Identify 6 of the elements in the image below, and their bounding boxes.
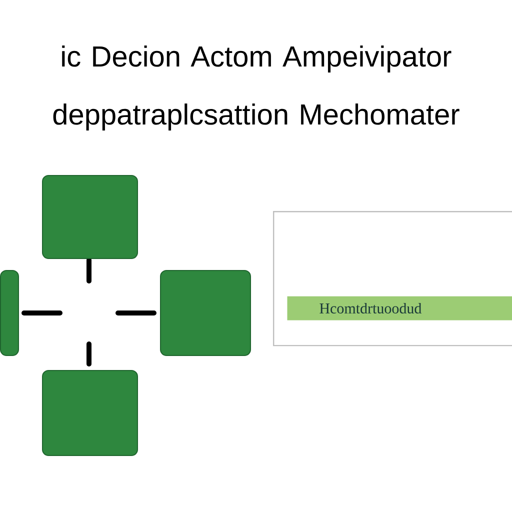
square-box xyxy=(42,370,138,456)
square-box xyxy=(0,270,19,356)
square-box xyxy=(160,270,251,356)
square-box xyxy=(42,175,138,259)
title: ic Decion Actom Ampeivipator deppatraplcsattion Mechomater xyxy=(53,45,460,131)
highlight-bar: Hcomtdrtuoodud xyxy=(287,296,512,320)
